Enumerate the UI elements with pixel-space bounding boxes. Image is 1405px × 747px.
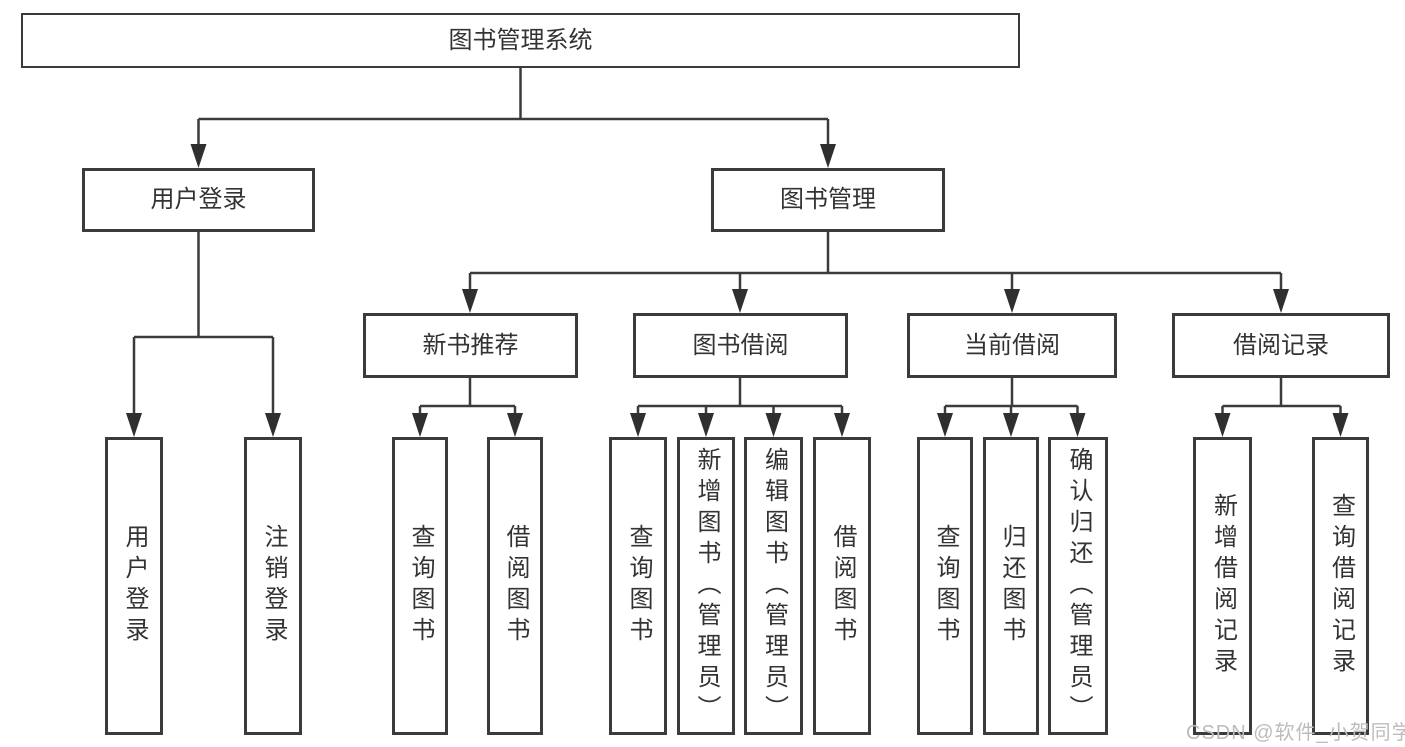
node-user-login: 用户登录: [82, 168, 315, 232]
node-book-borrowing: 图书借阅: [633, 313, 848, 378]
leaf-borrowing-edit-books-admin: 编辑图书（管理员）: [744, 437, 803, 735]
node-current-borrowing: 当前借阅: [907, 313, 1117, 378]
leaf-records-query-record: 查询借阅记录: [1312, 437, 1369, 735]
leaf-logout: 注销登录: [244, 437, 302, 735]
leaf-recommend-query-books: 查询图书: [392, 437, 448, 735]
node-root-system: 图书管理系统: [21, 13, 1020, 68]
leaf-current-query-books: 查询图书: [917, 437, 973, 735]
arrowheads: [126, 144, 1349, 437]
leaf-borrowing-borrow-books: 借阅图书: [813, 437, 871, 735]
leaf-borrowing-query-books: 查询图书: [609, 437, 667, 735]
leaf-user-login: 用户登录: [105, 437, 163, 735]
leaf-records-add-record: 新增借阅记录: [1193, 437, 1252, 735]
node-borrow-records: 借阅记录: [1172, 313, 1390, 378]
node-book-management: 图书管理: [711, 168, 945, 232]
leaf-current-return-books: 归还图书: [983, 437, 1039, 735]
leaf-borrowing-add-books-admin: 新增图书（管理员）: [677, 437, 735, 735]
leaf-recommend-borrow-books: 借阅图书: [487, 437, 543, 735]
csdn-watermark: CSDN @软件_小贺同学: [1186, 722, 1405, 744]
node-new-book-recommend: 新书推荐: [363, 313, 578, 378]
leaf-current-confirm-return-admin: 确认归还（管理员）: [1048, 437, 1108, 735]
